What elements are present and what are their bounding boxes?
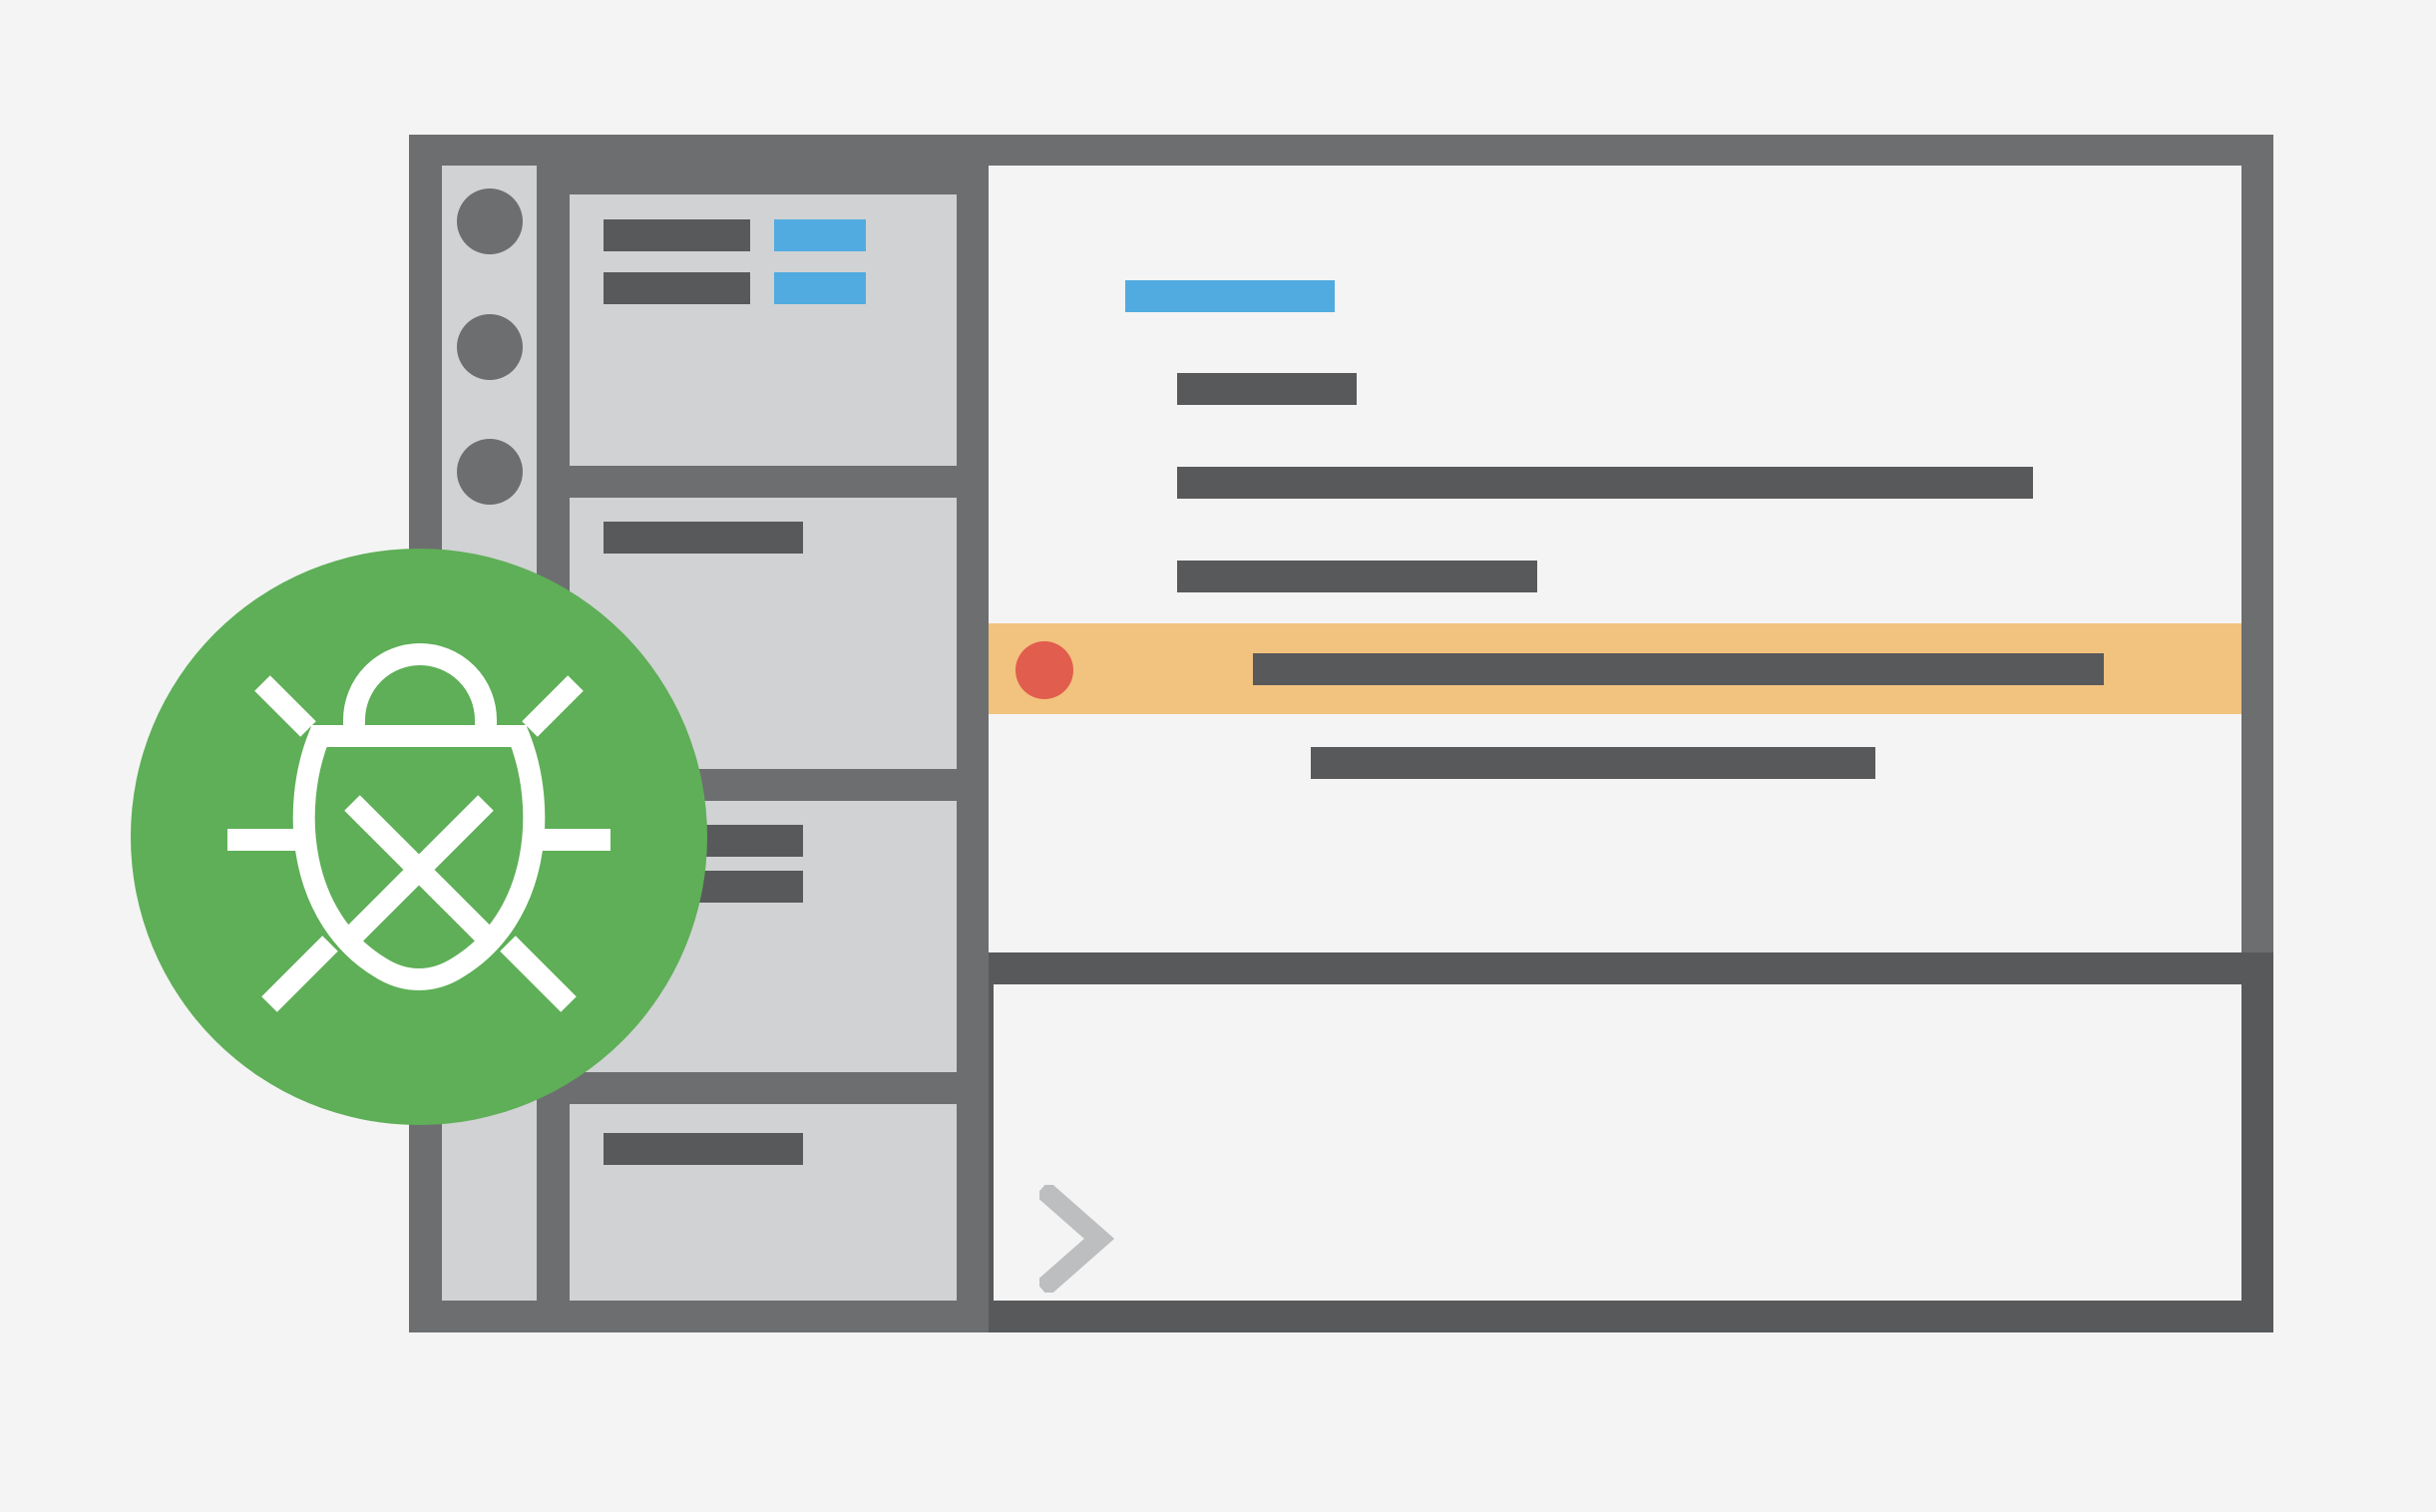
breakpoint-dot-icon[interactable] bbox=[1015, 641, 1073, 699]
debug-console[interactable] bbox=[994, 984, 2241, 1301]
rail-circle-icon-1[interactable] bbox=[457, 189, 523, 254]
code-line-5 bbox=[1253, 653, 2104, 685]
code-line-4 bbox=[1177, 561, 1537, 592]
panel-1-tag-2 bbox=[774, 272, 866, 304]
code-line-3 bbox=[1177, 467, 2033, 499]
code-line-6 bbox=[1311, 747, 1875, 779]
code-line-2 bbox=[1177, 373, 1357, 405]
panel-1-line-1 bbox=[604, 219, 750, 251]
rail-circle-icon-2[interactable] bbox=[457, 314, 523, 380]
panel-4-line-1 bbox=[604, 1133, 803, 1165]
bug-icon bbox=[227, 643, 610, 1012]
chevron-right-icon bbox=[1039, 1185, 1115, 1293]
panel-1-tag-1 bbox=[774, 219, 866, 251]
panel-2-line-1 bbox=[604, 522, 803, 554]
panel-1-line-2 bbox=[604, 272, 750, 304]
code-line-1 bbox=[1125, 280, 1335, 312]
rail-circle-icon-3[interactable] bbox=[457, 439, 523, 505]
